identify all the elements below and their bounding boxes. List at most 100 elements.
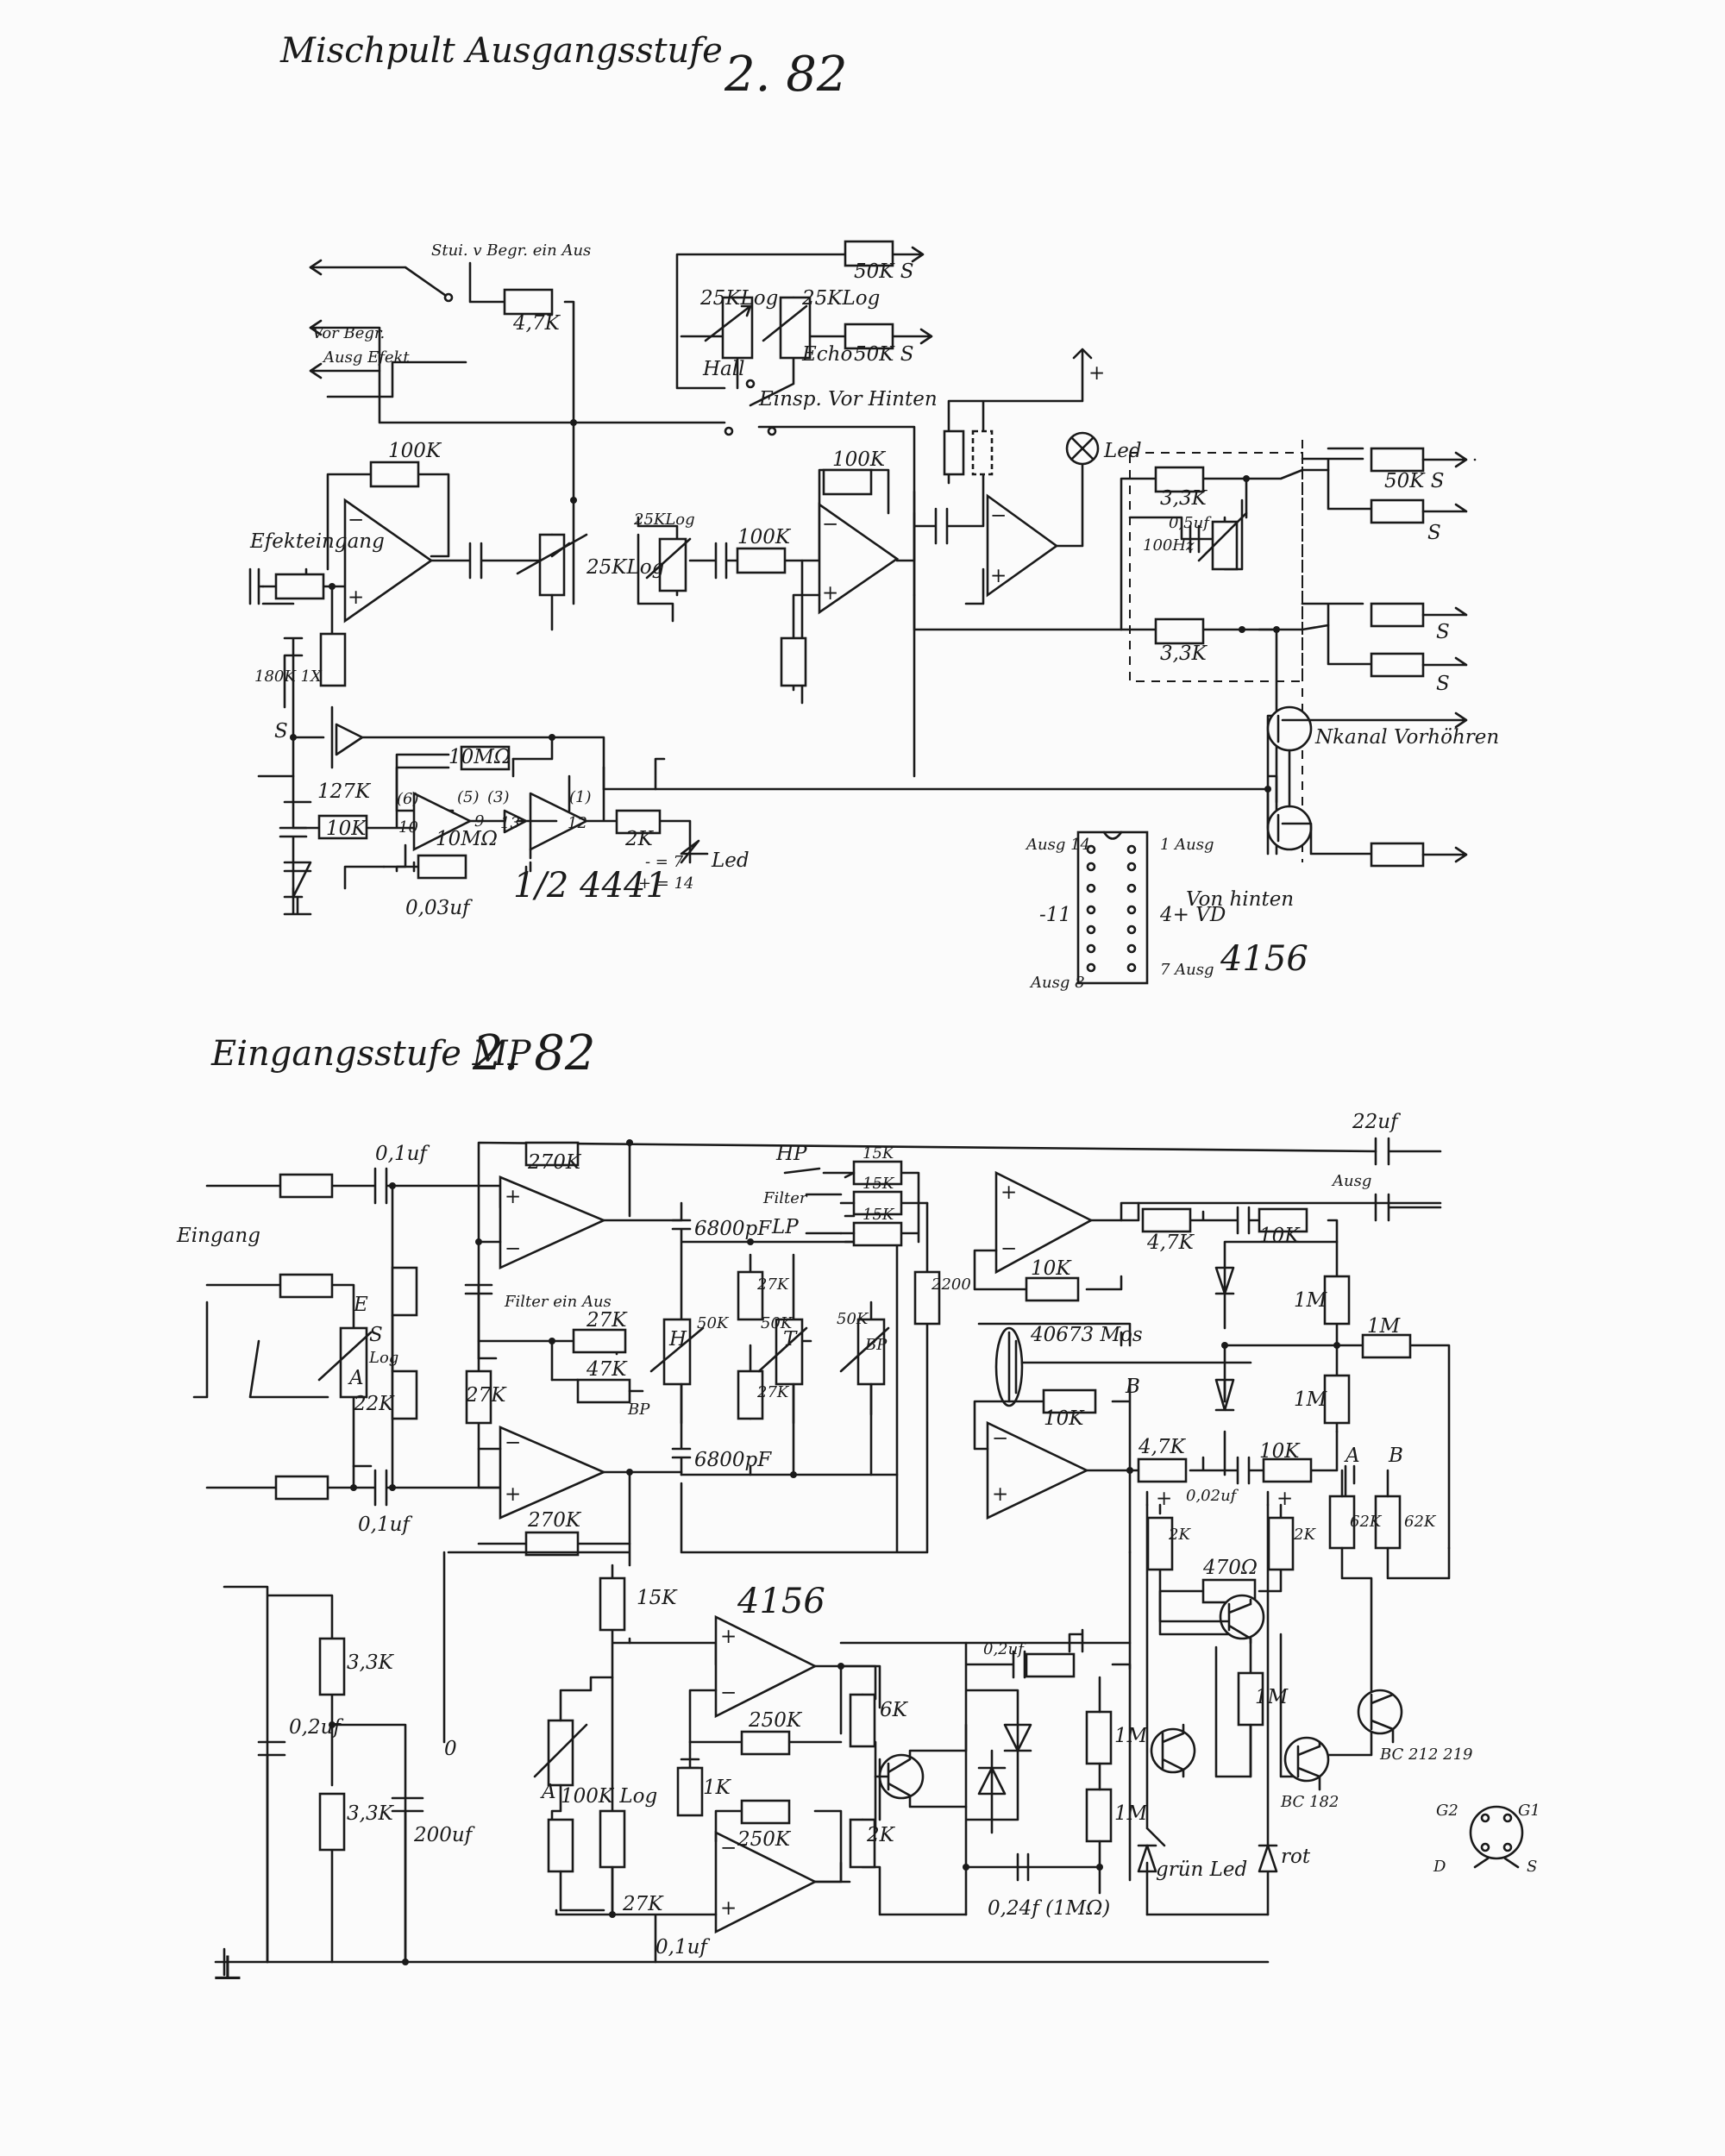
output-stage-title: Mischpult Ausgangsstufe: [279, 31, 723, 71]
r-50k-out-label: 50K S: [1384, 470, 1445, 492]
pin3-label: (3): [487, 788, 510, 806]
svg-text:−: −: [992, 1427, 1008, 1450]
c-05uf-label: 0,5uf: [1169, 514, 1212, 532]
c-02uf-label: 0,2uf: [289, 1716, 343, 1739]
c-6800pf-a-label: 6800pF: [694, 1218, 772, 1240]
r-10k-c-label: 10K: [1259, 1225, 1301, 1247]
r-15k-d-label: 15K: [637, 1587, 678, 1609]
r-15k-c-label: 15K: [862, 1206, 895, 1224]
r-6k-label: 6K: [880, 1699, 909, 1721]
input-stage-date: 2. 82: [472, 1025, 596, 1081]
output-stage-date: 2. 82: [724, 47, 848, 103]
s1-label: S: [1427, 522, 1441, 544]
r-27k-c-label: 27K: [756, 1275, 790, 1294]
r-1m-f-label: 1M: [1114, 1802, 1149, 1825]
c-01uf-b-label: 0,1uf: [358, 1514, 412, 1536]
ground-label: ⊥: [211, 1948, 244, 1988]
r-22k-label: 22K: [353, 1393, 395, 1415]
c-002uf-label: 0,02uf: [1186, 1487, 1239, 1505]
bc212-label: BC 212 219: [1379, 1745, 1473, 1764]
r-2k-b-label: 2K: [1293, 1526, 1316, 1544]
plus2-label: +: [1276, 1488, 1293, 1510]
lp-label: LP: [771, 1216, 799, 1238]
c-01uf-c-label: 0,1uf: [656, 1936, 710, 1959]
pot-50k-a-label: 50K: [697, 1314, 730, 1332]
r-1m-a-label: 1M: [1294, 1289, 1328, 1312]
r-2k-c-label: 2K: [866, 1824, 896, 1846]
c-01uf-a-label: 0,1uf: [375, 1143, 430, 1165]
svg-text:−: −: [822, 513, 838, 536]
pinout-pin1: 1 Ausg: [1160, 836, 1214, 854]
pin10-label: 10: [398, 818, 418, 837]
svg-text:+: +: [505, 1483, 521, 1506]
b1-label: B: [1125, 1376, 1140, 1398]
rot-label: rot: [1281, 1846, 1311, 1868]
svg-text:+: +: [990, 565, 1007, 587]
s2-label: S: [1436, 621, 1450, 643]
svg-text:−: −: [720, 1682, 737, 1704]
r-15k-a-label: 15K: [862, 1144, 895, 1163]
s3-label: S: [1436, 673, 1450, 695]
input-stage-schematic: + − − + + −: [176, 1111, 1540, 1988]
plus-label: +: [1088, 362, 1105, 385]
pin12-label: 12: [568, 814, 587, 832]
r-10k-b-label: 10K: [1044, 1407, 1085, 1430]
r-127k-label: 127K: [317, 780, 372, 803]
pin5-label: (5): [457, 788, 480, 806]
pin13-label: 13: [500, 814, 520, 832]
pot-50k-b-label: 50K: [761, 1314, 794, 1332]
t-label: T: [783, 1328, 798, 1351]
r-100k-a-label: 100K: [388, 440, 442, 462]
ic-4441-label: 1/2 4441: [513, 866, 668, 906]
hz-100-label: 100Hz: [1143, 536, 1195, 555]
g2-label: G2: [1436, 1802, 1458, 1820]
r-33k-a-label: 3,3K: [347, 1651, 395, 1674]
r-1m-e-label: 1M: [1114, 1725, 1149, 1747]
svg-text:+: +: [348, 586, 364, 609]
pinout-pin11: -11: [1039, 904, 1071, 926]
pinout-pin4: 4+ VD: [1159, 904, 1226, 926]
hp-label: HP: [775, 1143, 807, 1165]
pinout-vonhinten: Von hinten: [1186, 888, 1294, 911]
pin1-label: (1): [569, 788, 592, 806]
zero-label: 0: [444, 1738, 457, 1760]
r-180k-label: 180K 1X: [254, 667, 323, 686]
r-33k-a-label: 3,3K: [1160, 487, 1208, 510]
r-33k-b-label: 3,3K: [1160, 642, 1208, 665]
svg-text:−: −: [348, 509, 364, 531]
pinout-pin8: Ausg 8: [1029, 974, 1085, 992]
r-62k-a-label: 62K: [1350, 1513, 1383, 1531]
nkanal-label: Nkanal Vorhöhren: [1314, 726, 1499, 749]
r-47k-b-label: 4,7K: [1138, 1436, 1187, 1458]
ic-pins: [1086, 844, 1137, 973]
pot-25klog-small-label: 25KLog: [633, 511, 695, 529]
r-10k-a-label: 10K: [1031, 1257, 1072, 1280]
pot-s-label: S: [369, 1324, 383, 1346]
plus1-label: +: [1156, 1488, 1172, 1510]
r-15k-b-label: 15K: [862, 1175, 895, 1193]
pinout-ic-label: 4156: [1220, 939, 1308, 979]
c-200uf-label: 200uf: [413, 1824, 475, 1846]
g1-label: G1: [1518, 1802, 1540, 1820]
r-27k-a-label: 27K: [586, 1309, 628, 1332]
pot-25klog-1-label: 25KLog: [699, 287, 778, 310]
ausg-efekt-label: Ausg Efekt: [322, 348, 410, 367]
svg-text:−: −: [720, 1837, 737, 1859]
d-label: D: [1433, 1858, 1446, 1876]
r-250k-a-label: 250K: [748, 1709, 803, 1732]
pin9-label: 9: [474, 812, 484, 830]
r-1m-b-label: 1M: [1294, 1388, 1328, 1411]
pot-25klog-2-label: 25KLog: [801, 287, 880, 310]
input-stage-title: Eingangsstufe MP: [210, 1034, 532, 1074]
einsp-label: Einsp. Vor Hinten: [758, 388, 938, 411]
svg-text:−: −: [1000, 1238, 1017, 1260]
pot-50k-c-label: 50K: [837, 1310, 869, 1328]
r-470-label: 470Ω: [1202, 1557, 1258, 1579]
r-10k-d-label: 10K: [1259, 1440, 1301, 1463]
bp-label: BP: [627, 1401, 650, 1419]
pin6-label: (6): [397, 790, 419, 808]
r-27k-e-label: 27K: [622, 1893, 664, 1915]
r-1k-label: 1K: [703, 1777, 732, 1799]
s-left-label: S: [274, 720, 288, 743]
